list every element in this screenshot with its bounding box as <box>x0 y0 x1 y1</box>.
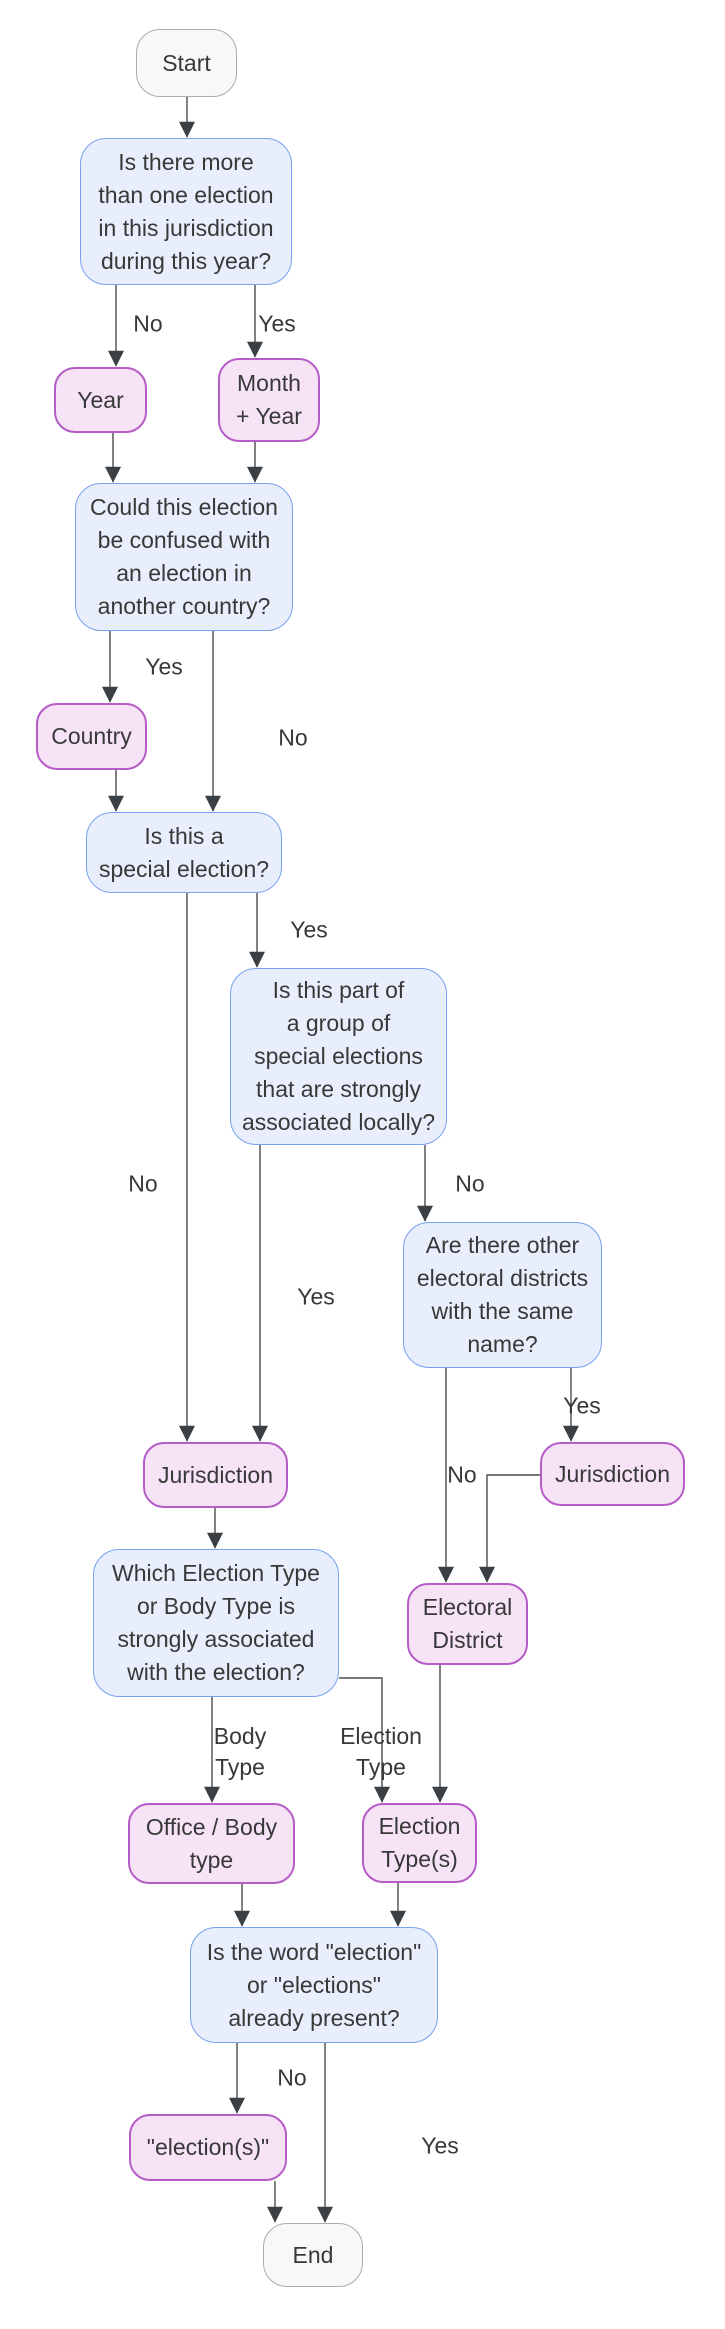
node-country: Country <box>36 703 147 770</box>
edge-label-q3-yes: Yes <box>290 916 328 943</box>
edge-label-q5-no: No <box>447 1461 477 1488</box>
node-start: Start <box>136 29 237 97</box>
node-q-multiple-elections: Is there more than one election in this … <box>80 138 292 285</box>
edge-label-q7-yes: Yes <box>421 2132 459 2159</box>
node-q-special-election: Is this a special election? <box>86 812 282 893</box>
edge-label-q5-yes: Yes <box>563 1392 601 1419</box>
node-q-election-or-body-type: Which Election Type or Body Type is stro… <box>93 1549 339 1697</box>
node-electoral-district: Electoral District <box>407 1583 528 1665</box>
node-election-types: Election Type(s) <box>362 1803 477 1883</box>
edge-label-q2-no: No <box>278 724 308 751</box>
edge-label-q7-no: No <box>277 2064 307 2091</box>
edge-label-q2-yes: Yes <box>145 653 183 680</box>
edge-label-q4-no: No <box>455 1170 485 1197</box>
node-year: Year <box>54 367 147 433</box>
node-month-year: Month + Year <box>218 358 320 442</box>
node-jurisdiction-2: Jurisdiction <box>540 1442 685 1506</box>
edge-label-q1-yes: Yes <box>258 310 296 337</box>
node-q-confused-other-country: Could this election be confused with an … <box>75 483 293 631</box>
node-q-word-election-present: Is the word "election" or "elections" al… <box>190 1927 438 2043</box>
edge-label-q6-body-type: Body Type <box>213 1723 267 1780</box>
node-jurisdiction-1: Jurisdiction <box>143 1442 288 1508</box>
node-end: End <box>263 2223 363 2287</box>
edge-label-q3-no: No <box>128 1170 158 1197</box>
edge-label-q4-yes: Yes <box>297 1283 335 1310</box>
node-q-other-districts-same-name: Are there other electoral districts with… <box>403 1222 602 1368</box>
node-q-group-special-elections: Is this part of a group of special elect… <box>230 968 447 1145</box>
node-elections-word: "election(s)" <box>129 2114 287 2181</box>
node-office-body-type: Office / Body type <box>128 1803 295 1884</box>
edge-label-q6-election-type: Election Type <box>340 1723 422 1780</box>
edge-label-q1-no: No <box>133 310 163 337</box>
